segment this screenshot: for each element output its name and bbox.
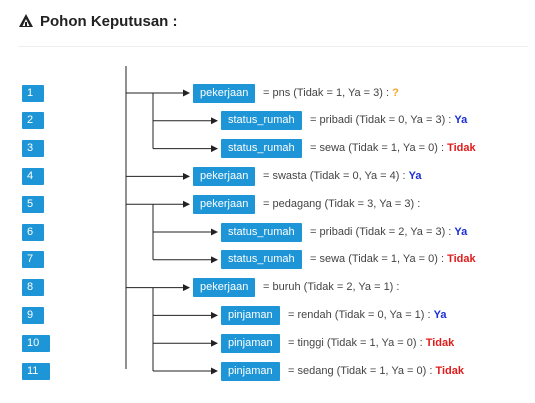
condition-description: = pribadi (Tidak = 0, Ya = 3) :	[310, 114, 452, 127]
row-number-badge: 6	[22, 223, 44, 241]
condition-description: = sewa (Tidak = 1, Ya = 0) :	[310, 142, 445, 155]
attribute-tag: pinjaman	[221, 333, 280, 353]
result-label: Ya	[454, 225, 468, 238]
result-label: Tidak	[447, 253, 476, 266]
row-number-badge: 8	[22, 279, 44, 297]
row-number-badge: 10	[22, 334, 50, 352]
condition-description: = swasta (Tidak = 0, Ya = 4) :	[263, 169, 406, 182]
condition-text: = rendah (Tidak = 0, Ya = 1) : Ya	[288, 306, 447, 325]
result-label: Tidak	[435, 364, 465, 377]
title-divider	[18, 46, 528, 47]
result-label: Ya	[454, 114, 468, 127]
condition-description: = sewa (Tidak = 1, Ya = 0) :	[310, 253, 445, 266]
row-number-badge: 9	[22, 306, 44, 324]
attribute-tag: pekerjaan	[193, 166, 256, 186]
condition-description: = pribadi (Tidak = 2, Ya = 3) :	[310, 225, 452, 238]
attribute-tag: status_rumah	[221, 250, 302, 270]
attribute-tag: status_rumah	[221, 139, 302, 159]
condition-text: = pedagang (Tidak = 3, Ya = 3) :	[263, 195, 420, 214]
condition-text: = pribadi (Tidak = 0, Ya = 3) : Ya	[310, 111, 467, 130]
attribute-tag: pekerjaan	[193, 83, 256, 103]
condition-text: = tinggi (Tidak = 1, Ya = 0) : Tidak	[288, 334, 454, 353]
result-label: Tidak	[447, 142, 476, 155]
tree-icon	[19, 14, 33, 27]
row-number-badge: 2	[22, 112, 44, 130]
row-number-badge: 5	[22, 195, 44, 213]
condition-description: = sedang (Tidak = 1, Ya = 0) :	[288, 364, 433, 377]
attribute-tag: pinjaman	[221, 305, 280, 325]
condition-text: = pribadi (Tidak = 2, Ya = 3) : Ya	[310, 223, 467, 242]
condition-description: = pns (Tidak = 1, Ya = 3) :	[263, 86, 390, 99]
row-number-badge: 7	[22, 251, 44, 269]
attribute-tag: status_rumah	[221, 222, 302, 242]
condition-text: = sedang (Tidak = 1, Ya = 0) : Tidak	[288, 362, 464, 381]
result-label: Tidak	[425, 336, 455, 349]
condition-text: = sewa (Tidak = 1, Ya = 0) : Tidak	[310, 139, 476, 158]
result-label: ?	[392, 86, 399, 99]
row-number-badge: 4	[22, 167, 44, 185]
result-label: Ya	[408, 169, 422, 182]
condition-text: = buruh (Tidak = 2, Ya = 1) :	[263, 278, 399, 297]
row-number-badge: 3	[22, 140, 44, 158]
condition-text: = swasta (Tidak = 0, Ya = 4) : Ya	[263, 167, 421, 186]
attribute-tag: pinjaman	[221, 361, 280, 381]
result-label: Ya	[433, 308, 447, 321]
row-number-badge: 11	[22, 362, 50, 380]
condition-description: = buruh (Tidak = 2, Ya = 1) :	[263, 281, 400, 294]
attribute-tag: status_rumah	[221, 111, 302, 131]
row-number-badge: 1	[22, 84, 44, 102]
page-title-text: Pohon Keputusan :	[40, 12, 178, 30]
condition-description: = rendah (Tidak = 0, Ya = 1) :	[288, 308, 431, 321]
condition-description: = tinggi (Tidak = 1, Ya = 0) :	[288, 336, 423, 349]
attribute-tag: pekerjaan	[193, 194, 256, 214]
condition-text: = pns (Tidak = 1, Ya = 3) : ?	[263, 84, 399, 103]
attribute-tag: pekerjaan	[193, 278, 256, 298]
page-title: Pohon Keputusan :	[18, 11, 178, 31]
condition-text: = sewa (Tidak = 1, Ya = 0) : Tidak	[310, 250, 476, 269]
condition-description: = pedagang (Tidak = 3, Ya = 3) :	[263, 197, 421, 210]
